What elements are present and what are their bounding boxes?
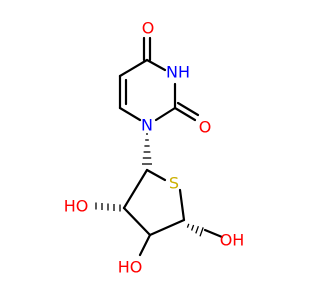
oxygen-label-top: O bbox=[142, 19, 155, 38]
bond-c2-c1 bbox=[122, 168, 149, 210]
sulfur-label: S bbox=[169, 174, 179, 193]
bond-c2-o-double bbox=[176, 101, 200, 117]
bond-c2-o bbox=[173, 106, 197, 122]
bond-c4-c5 bbox=[118, 58, 149, 78]
structure-diagram: O NH O N S HO HO OH bbox=[64, 19, 245, 277]
bond-s-c4 bbox=[178, 188, 186, 222]
uracil-ring bbox=[118, 36, 200, 122]
bond-c6-n1 bbox=[118, 106, 142, 122]
bond-c1-s bbox=[145, 168, 167, 182]
bond-c4-c3 bbox=[148, 218, 186, 237]
bond-n1-c2 bbox=[154, 106, 177, 122]
bond-c3-oh bbox=[138, 233, 152, 257]
stereo-bond-c2-oh bbox=[95, 202, 121, 212]
bond-n3-c4 bbox=[145, 58, 167, 72]
hydroxyl-label-bottom: HO bbox=[118, 258, 143, 277]
nh-label: NH bbox=[166, 63, 190, 82]
thiolane-ring bbox=[122, 168, 224, 257]
stereo-bond-n1-c1 bbox=[142, 133, 152, 165]
hydroxyl-label-left: HO bbox=[64, 197, 89, 216]
bond-c3-c2 bbox=[122, 206, 152, 237]
hydroxyl-label-right: OH bbox=[220, 231, 245, 250]
nitrogen-label: N bbox=[141, 116, 153, 135]
bond-ch2-oh bbox=[203, 228, 224, 239]
stereo-bond-c4-ch2 bbox=[186, 223, 204, 237]
oxygen-label-right: O bbox=[199, 118, 212, 137]
